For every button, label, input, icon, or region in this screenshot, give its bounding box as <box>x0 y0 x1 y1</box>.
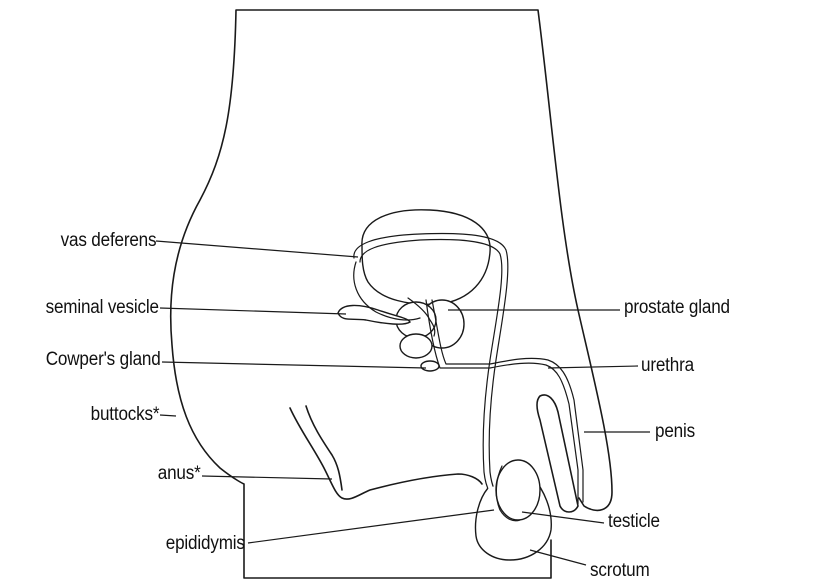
leader-anus <box>202 476 332 479</box>
label-prostate-gland: prostate gland <box>624 297 730 319</box>
seminal-vesicle-lower <box>400 334 432 358</box>
testicle-shape <box>496 460 540 520</box>
label-penis: penis <box>655 421 695 443</box>
leader-urethra <box>548 366 638 368</box>
leader-seminal-vesicle <box>160 308 346 314</box>
cowpers-gland-shape <box>421 361 439 371</box>
label-seminal-vesicle: seminal vesicle <box>46 297 159 319</box>
bladder <box>362 210 490 305</box>
leader-cowpers-gland <box>162 362 426 368</box>
leader-scrotum <box>530 550 586 565</box>
leader-buttocks <box>160 415 176 416</box>
buttock-crease <box>290 408 482 499</box>
label-vas-deferens: vas deferens <box>60 230 156 252</box>
leader-epididymis <box>248 510 494 543</box>
label-testicle: testicle <box>608 511 660 533</box>
leader-vas-deferens <box>156 241 358 257</box>
label-anus: anus* <box>158 463 201 485</box>
label-buttocks: buttocks* <box>90 404 159 426</box>
label-scrotum: scrotum <box>590 560 650 582</box>
label-epididymis: epididymis <box>166 533 245 555</box>
label-urethra: urethra <box>641 355 694 377</box>
gluteal-fold <box>306 406 342 490</box>
label-cowpers-gland: Cowper's gland <box>46 349 161 371</box>
